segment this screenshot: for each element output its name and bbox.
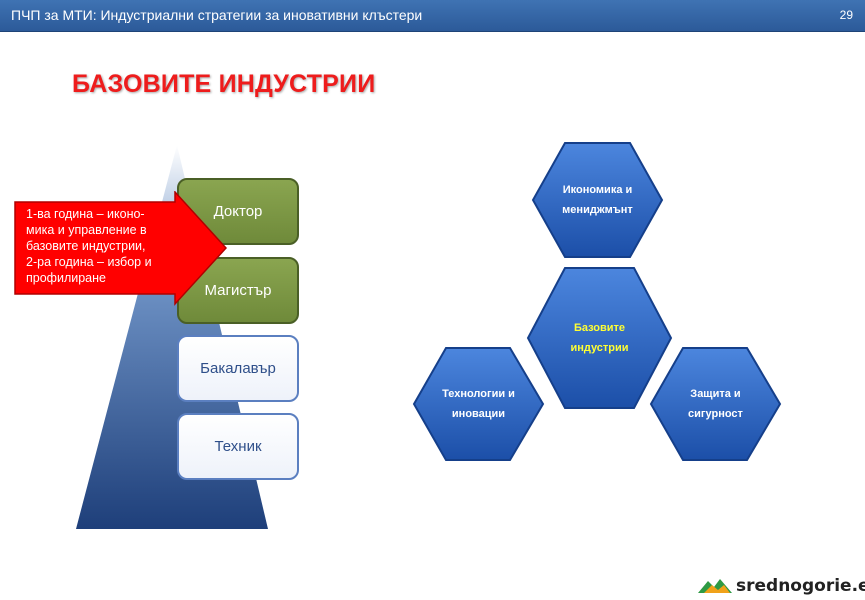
hexagon-cluster: Икономика и мениджмънт Базовите индустри…	[412, 142, 782, 461]
svg-text:Икономика и: Икономика и	[563, 184, 633, 196]
brand-logo: srednogorie.eu	[698, 576, 865, 596]
brand-name: srednogorie.eu	[736, 576, 865, 596]
slide-header-title: ПЧП за МТИ: Индустриални стратегии за ин…	[11, 7, 423, 23]
mountain-logo-icon	[698, 579, 732, 593]
slide-header-bar: ПЧП за МТИ: Индустриални стратегии за ин…	[0, 0, 865, 32]
svg-text:Базовите: Базовите	[574, 322, 625, 334]
level-bachelor: Бакалавър	[177, 335, 299, 402]
svg-text:иновации: иновации	[452, 408, 505, 420]
hex-technologies: Технологии и иновации	[412, 347, 545, 461]
svg-text:мениджмънт: мениджмънт	[562, 204, 633, 216]
svg-text:Защита и: Защита и	[690, 388, 740, 400]
slide-page-number: 29	[839, 8, 853, 22]
svg-text:сигурност: сигурност	[688, 408, 743, 420]
svg-text:индустрии: индустрии	[570, 342, 628, 354]
hex-base-industries: Базовите индустрии	[526, 267, 673, 409]
slide-heading: БАЗОВИТЕ ИНДУСТРИИ	[72, 70, 376, 98]
level-technician: Техник	[177, 413, 299, 480]
hex-economics: Икономика и мениджмънт	[531, 142, 664, 258]
svg-text:Технологии и: Технологии и	[442, 388, 515, 400]
callout-text: 1-ва година – иконо- мика и управление в…	[26, 207, 152, 285]
hex-security: Защита и сигурност	[649, 347, 782, 461]
